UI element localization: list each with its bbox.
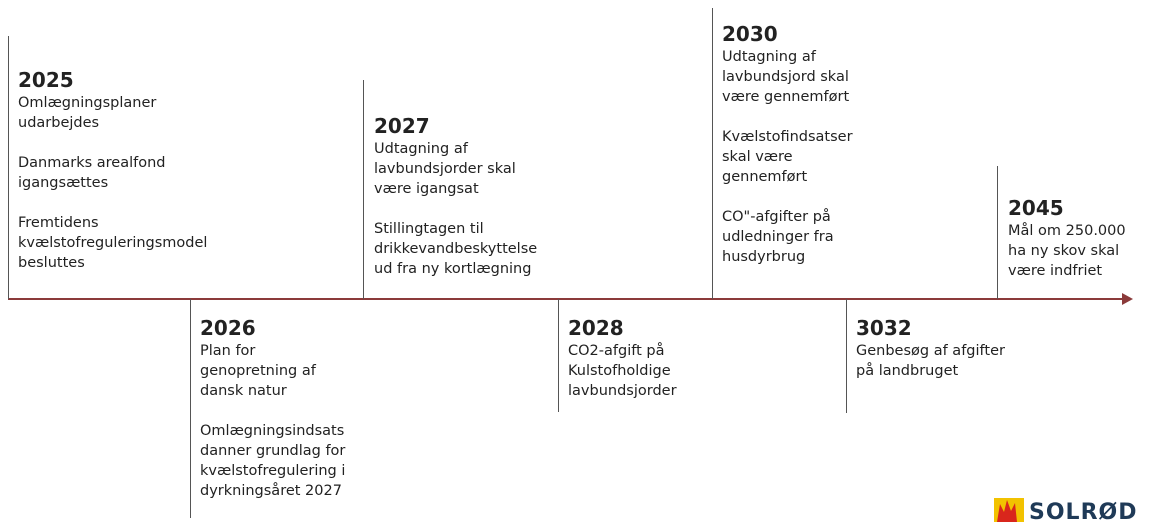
milestone-item: Omlægningsindsats danner grundlag for kv… — [200, 423, 346, 499]
solrod-logo: SOLRØD — [994, 498, 1150, 522]
milestone-2027: 2027 Udtagning af lavbundsjorder skal væ… — [374, 114, 537, 279]
tick-2045 — [997, 166, 998, 299]
logo-text: SOLRØD — [1029, 500, 1138, 522]
milestone-item: Omlægningsplaner udarbejdes — [18, 95, 157, 131]
milestone-item: Kvælstofindsatser skal være gennemført — [722, 129, 853, 185]
milestone-item: CO2-afgift på Kulstofholdige lavbundsjor… — [568, 343, 677, 399]
milestone-item: Danmarks arealfond igangsættes — [18, 155, 166, 191]
tick-2030 — [712, 8, 713, 299]
milestone-year: 2027 — [374, 114, 430, 138]
timeline-axis — [8, 298, 1126, 300]
milestone-2045: 2045 Mål om 250.000 ha ny skov skal være… — [1008, 196, 1126, 281]
milestone-year: 2028 — [568, 316, 624, 340]
tick-3032 — [846, 299, 847, 413]
milestone-item: Stillingtagen til drikkevandbeskyttelse … — [374, 221, 538, 277]
milestone-year: 2026 — [200, 316, 256, 340]
milestone-2030: 2030 Udtagning af lavbundsjord skal være… — [722, 22, 853, 267]
milestone-year: 2025 — [18, 68, 74, 92]
milestone-2025: 2025 Omlægningsplaner udarbejdes Danmark… — [18, 68, 207, 273]
milestone-item: Genbesøg af afgifter på landbruget — [856, 343, 1005, 379]
tick-2026 — [190, 299, 191, 518]
tick-2025 — [8, 36, 9, 299]
milestone-3032: 3032 Genbesøg af afgifter på landbruget — [856, 316, 1005, 381]
milestone-item: Plan for genopretning af dansk natur — [200, 343, 316, 399]
milestone-year: 2030 — [722, 22, 778, 46]
timeline-arrow-icon — [1122, 293, 1133, 305]
milestone-2026: 2026 Plan for genopretning af dansk natu… — [200, 316, 345, 501]
milestone-year: 3032 — [856, 316, 912, 340]
flame-logo-icon — [994, 498, 1024, 522]
milestone-item: Fremtidens kvælstofreguleringsmodel besl… — [18, 215, 208, 271]
milestone-item: Udtagning af lavbundsjord skal være genn… — [722, 49, 850, 105]
milestone-item: Udtagning af lavbundsjorder skal være ig… — [374, 141, 516, 197]
milestone-2028: 2028 CO2-afgift på Kulstofholdige lavbun… — [568, 316, 677, 401]
milestone-item: Mål om 250.000 ha ny skov skal være indf… — [1008, 223, 1126, 279]
tick-2027 — [363, 80, 364, 299]
milestone-item: CO"-afgifter på udledninger fra husdyrbr… — [722, 209, 834, 265]
tick-2028 — [558, 299, 559, 412]
milestone-year: 2045 — [1008, 196, 1064, 220]
